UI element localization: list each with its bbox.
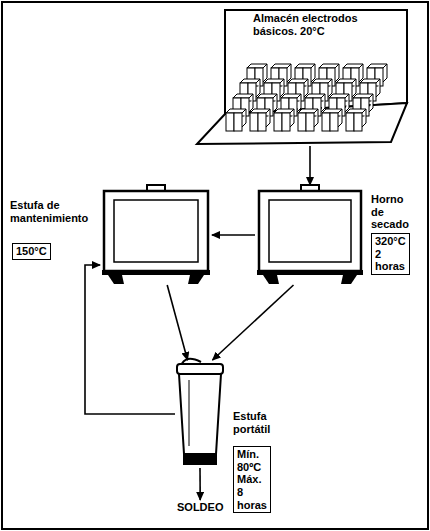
node-label: Almacén electrodos básicos. 20°C: [253, 12, 403, 37]
portable-oven-outline: [175, 360, 225, 468]
cabinet-outline: [255, 185, 365, 285]
value-box: 150°C: [12, 243, 51, 260]
value-box: 320°C 2 horas: [371, 233, 410, 275]
end-label-node: SOLDEO: [175, 500, 225, 515]
node-label: SOLDEO: [175, 500, 225, 515]
process-node: Almacén electrodos básicos. 20°C: [195, 8, 410, 146]
process-node: Estufa de mantenimiento150°C: [100, 185, 212, 285]
flow-arrow: [85, 265, 175, 414]
flow-arrow: [309, 146, 311, 185]
value-box: Mín. 80ºC Máx. 8 horas: [233, 446, 271, 513]
process-node: Estufa portátilMín. 80ºC Máx. 8 horas: [175, 360, 225, 468]
flow-arrow: [199, 468, 201, 500]
process-node: Horno de secado320°C 2 horas: [255, 185, 365, 285]
flow-arrow: [213, 285, 294, 360]
node-label: Estufa portátil: [233, 410, 270, 435]
flow-arrow: [212, 234, 255, 236]
node-label: Horno de secado: [371, 193, 409, 231]
cabinet-outline: [100, 185, 212, 285]
flow-arrow: [167, 285, 187, 360]
node-label: Estufa de mantenimiento: [10, 199, 98, 224]
